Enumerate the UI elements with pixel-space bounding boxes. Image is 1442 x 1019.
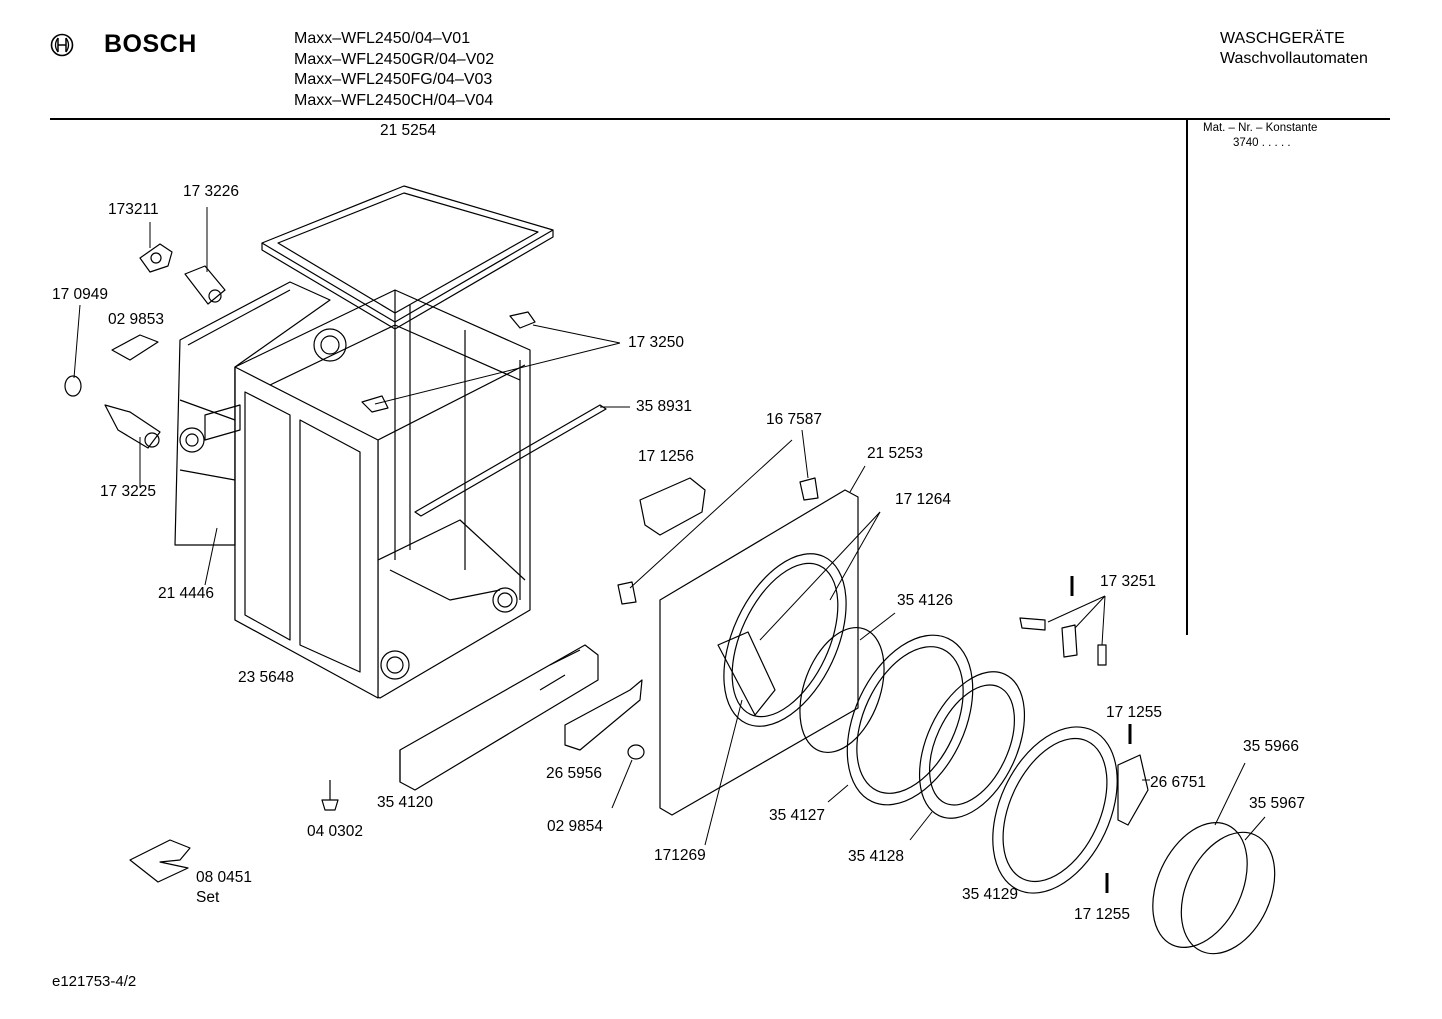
part-label: 35 5966 bbox=[1243, 738, 1300, 755]
drawing-number: e121753-4/2 bbox=[52, 973, 137, 990]
seal-ring-inner bbox=[1180, 831, 1276, 955]
brand-name: BOSCH bbox=[104, 30, 197, 58]
top-lid bbox=[261, 185, 554, 330]
category-title: WASCHGERÄTE bbox=[1220, 30, 1345, 47]
part-label: 26 6751 bbox=[1150, 774, 1207, 791]
part-label: 17 0949 bbox=[52, 286, 109, 303]
part-label: 17 1264 bbox=[895, 491, 952, 508]
material-number-value: 3740 . . . . . bbox=[1233, 137, 1291, 149]
part-label: 23 5648 bbox=[238, 669, 295, 686]
material-number-box: Mat. – Nr. – Konstante 3740 . . . . . bbox=[1203, 121, 1317, 151]
part-label: 17 3250 bbox=[628, 334, 685, 351]
foot bbox=[321, 780, 339, 811]
part-label: 35 4128 bbox=[848, 848, 905, 865]
part-label: 08 0451 bbox=[196, 869, 253, 886]
front-panel bbox=[659, 489, 859, 816]
gasket bbox=[799, 626, 885, 754]
model-line: Maxx–WFL2450FG/04–V03 bbox=[294, 71, 493, 88]
part-label: 35 4129 bbox=[962, 886, 1019, 903]
ring-inner bbox=[846, 634, 974, 806]
part-label: 17 3225 bbox=[100, 483, 157, 500]
model-line: Maxx–WFL2450CH/04–V04 bbox=[294, 91, 494, 109]
cross-strut bbox=[414, 404, 607, 517]
part-label: 04 0302 bbox=[307, 823, 364, 840]
seal-ring-outer bbox=[1152, 822, 1248, 948]
part-label: 17 3226 bbox=[183, 183, 240, 200]
part-label: 35 8931 bbox=[636, 398, 693, 415]
model-line: Maxx–WFL2450GR/04–V02 bbox=[294, 50, 495, 68]
part-label: 17 1255 bbox=[1074, 906, 1131, 923]
knob bbox=[627, 744, 645, 760]
part-label: 17 3251 bbox=[1100, 573, 1157, 590]
part-label: 16 7587 bbox=[766, 411, 823, 428]
category-subtitle: Waschvollautomaten bbox=[1220, 50, 1368, 67]
cabinet-frame bbox=[234, 289, 531, 699]
part-label: 21 5254 bbox=[380, 122, 437, 139]
door-lock bbox=[639, 477, 706, 536]
part-label: 35 4120 bbox=[377, 794, 434, 811]
part-label: 26 5956 bbox=[546, 765, 603, 782]
control-panel bbox=[399, 644, 643, 791]
part-label: 02 9854 bbox=[547, 818, 604, 835]
part-label: 02 9853 bbox=[108, 311, 165, 328]
part-label: 173211 bbox=[108, 201, 159, 218]
door-ring bbox=[992, 726, 1118, 894]
hinge-parts bbox=[1019, 617, 1107, 666]
part-label: 21 5253 bbox=[867, 445, 924, 462]
clips bbox=[617, 477, 819, 605]
part-label: 35 4126 bbox=[897, 592, 954, 609]
side-panel bbox=[174, 281, 331, 546]
small-parts-left bbox=[64, 243, 226, 449]
bosch-logo-icon bbox=[50, 33, 74, 57]
part-label: 35 5967 bbox=[1249, 795, 1306, 812]
part-label: 35 4127 bbox=[769, 807, 826, 824]
part-label: 171269 bbox=[654, 847, 706, 864]
part-label: 17 1256 bbox=[638, 448, 695, 465]
model-line: Maxx–WFL2450/04–V01 bbox=[294, 30, 471, 47]
model-list: Maxx–WFL2450/04–V01 Maxx–WFL2450GR/04–V0… bbox=[294, 29, 494, 111]
category: WASCHGERÄTE Waschvollautomaten bbox=[1220, 29, 1368, 69]
part-label: Set bbox=[196, 889, 220, 906]
part-label: 17 1255 bbox=[1106, 704, 1163, 721]
shim bbox=[129, 839, 191, 883]
door-glass bbox=[918, 671, 1026, 819]
handle bbox=[1117, 754, 1149, 826]
part-label: 21 4446 bbox=[158, 585, 215, 602]
material-number-label: Mat. – Nr. – Konstante bbox=[1203, 122, 1318, 134]
small-brackets bbox=[361, 311, 536, 413]
